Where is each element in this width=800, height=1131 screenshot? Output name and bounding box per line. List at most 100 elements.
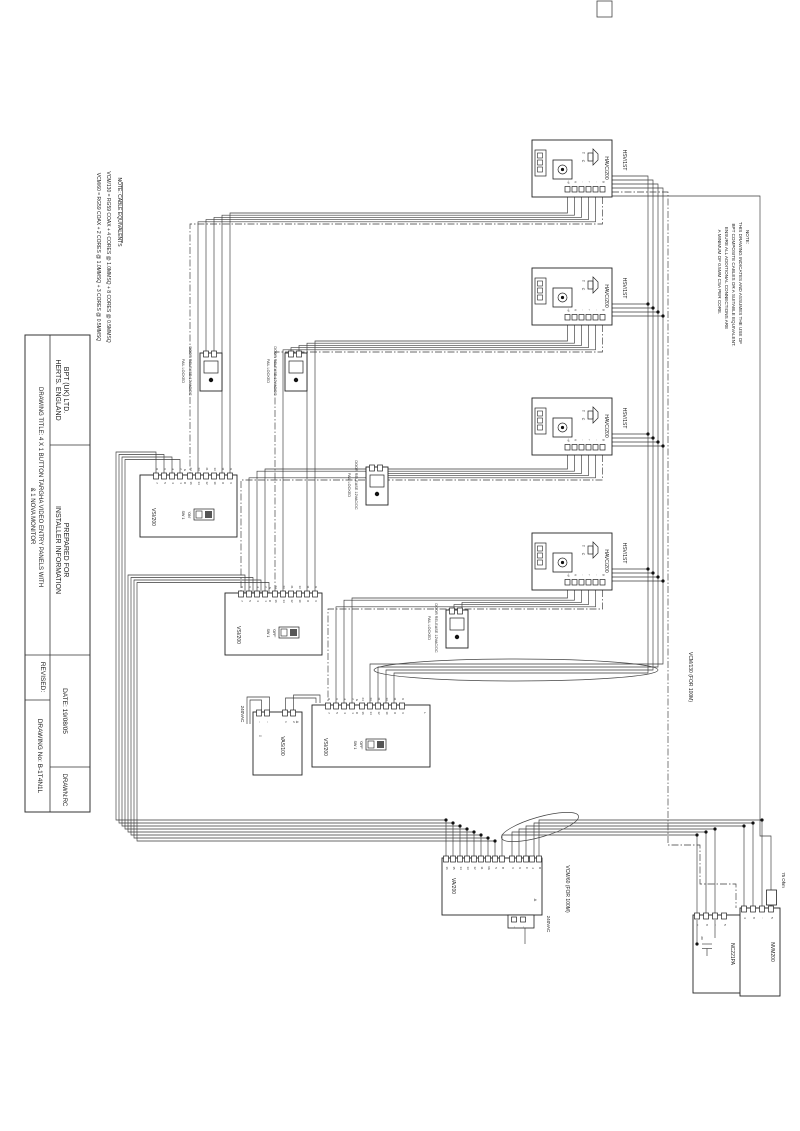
junction-dot	[651, 306, 655, 310]
terminal	[383, 702, 389, 710]
wire	[533, 822, 754, 908]
speaker-icon	[587, 410, 594, 420]
nc-terminal-label: -	[714, 925, 718, 926]
company-location: HERTS. ENGLAND	[54, 359, 61, 420]
speaker-terminal-c: C	[581, 418, 585, 421]
drawing-note-heading: NOTE:	[745, 230, 750, 244]
terminal	[564, 314, 571, 321]
wire	[453, 590, 589, 608]
wire	[246, 696, 270, 724]
va-terminal-label: D	[538, 867, 542, 869]
terminal	[450, 855, 456, 863]
vsi-terminal-label: 13	[213, 467, 217, 471]
wire	[538, 819, 763, 908]
vsi-terminal-label: 23	[369, 697, 373, 701]
terminal	[256, 709, 262, 717]
terminal	[509, 855, 515, 863]
vsi-terminal-label: 2	[179, 468, 183, 470]
vsi-terminal-label: 14	[197, 481, 201, 485]
terminal	[703, 912, 709, 920]
terminator-label: 75 Ohm	[781, 872, 786, 888]
vsi-terminal-label: 7	[155, 482, 159, 484]
terminal	[571, 314, 578, 321]
wire	[274, 325, 603, 593]
terminal	[464, 855, 470, 863]
terminal	[349, 702, 355, 710]
dip-switch-pole	[280, 628, 288, 637]
drawing-note-line3: ENSURE ALL ADDITIONAL CONNECTIONS ARE	[724, 227, 729, 329]
vsi-terminal-label: 21	[377, 697, 381, 701]
door-release-label: DOOR RELEASE 12VAC/DC	[188, 346, 192, 396]
panel-terminal-label: +V	[567, 573, 571, 577]
dip-switch-slider	[377, 741, 384, 748]
psu-terminal-label: ~	[266, 721, 270, 723]
vsi-terminal-label: 8	[327, 698, 331, 700]
psu-label-0: 0	[258, 735, 262, 737]
wire	[136, 582, 496, 856]
va-terminal-label: B	[501, 867, 505, 869]
vsi-terminal-label: 11	[393, 698, 397, 701]
revised-field: REVISED:	[39, 662, 46, 693]
camera-lens-dot	[560, 560, 565, 565]
terminal	[768, 905, 774, 913]
door-release-label: DOOR RELEASE 12VAC/DC	[273, 346, 277, 396]
vsi-terminal-label: 3	[171, 482, 175, 484]
vsi-terminal-label: 9	[229, 468, 233, 470]
panel-terminal-label: -	[581, 575, 585, 576]
camera-lens-dot	[560, 425, 565, 430]
wire	[306, 325, 575, 593]
panel-model-label: HAVC/200	[603, 284, 609, 307]
vsi-terminal-label: 1	[264, 600, 268, 602]
panel-terminal-label: V	[574, 439, 578, 441]
door-release-dot	[208, 377, 214, 383]
vsi-terminal-label: 21	[205, 467, 209, 471]
vsi-terminal-label: O	[183, 482, 187, 485]
va-terminal-label: 16	[445, 866, 449, 870]
vsi-terminal-label: 24	[361, 697, 365, 701]
camera-lens-dot	[560, 167, 565, 172]
page-edge-mark	[596, 0, 613, 18]
va-terminal-label: 11	[480, 867, 484, 870]
terminal	[296, 590, 302, 598]
panel-terminal-label: +	[588, 309, 592, 311]
terminal	[564, 444, 571, 451]
psu-label-a: A	[295, 721, 299, 724]
vsi-terminal-label: 1	[179, 482, 183, 484]
junction-dot	[646, 302, 650, 306]
nvm-model-label: NVM200	[769, 942, 775, 962]
junction-dot	[651, 436, 655, 440]
door-release-dot	[454, 634, 460, 640]
junction-dot	[742, 824, 746, 828]
junction-dot	[646, 432, 650, 436]
wire	[525, 825, 745, 908]
terminal	[211, 472, 217, 480]
junction-dot	[444, 818, 448, 822]
dip-switch-icon	[365, 738, 387, 751]
va-terminal-label: 9	[518, 867, 522, 869]
speaker-terminal-c: C	[581, 160, 585, 163]
vsi-switch-state: 'OFF'	[272, 629, 276, 638]
terminal	[578, 579, 585, 586]
panel-terminal-label: -	[595, 310, 599, 311]
terminal	[492, 855, 498, 863]
wire	[518, 828, 716, 915]
terminal	[195, 472, 201, 480]
riser-cable-ellipse	[373, 658, 659, 682]
junction-dot	[695, 833, 699, 837]
panel-terminal-label: -	[581, 440, 585, 441]
terminal	[529, 855, 535, 863]
terminal	[511, 916, 517, 923]
panel-terminal-label: -	[595, 575, 599, 576]
nvm-terminal-label: 4	[743, 917, 747, 919]
wire	[293, 694, 321, 710]
vsi-terminal-label: 8	[240, 586, 244, 588]
panel-terminal-label: +	[588, 439, 592, 441]
vsi-terminal-label: 13	[385, 697, 389, 701]
vsi-terminal-label: 6	[248, 586, 252, 588]
terminal	[262, 590, 268, 598]
vsi-terminal-label: 8	[155, 468, 159, 470]
connector-pin	[537, 287, 543, 294]
drawing-note-line4: A MINIMUM OF 0.5MM CSA PER CORE.	[717, 230, 722, 315]
vsi-terminal-label: 5	[163, 482, 167, 484]
junction-dot	[656, 440, 660, 444]
